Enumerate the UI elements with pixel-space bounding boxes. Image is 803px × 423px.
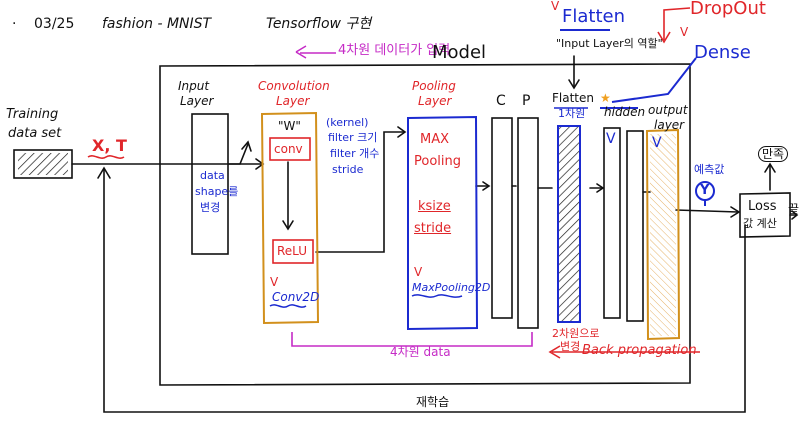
- hidden-title: hidden: [604, 105, 646, 119]
- input-note-3: 변경: [200, 201, 221, 214]
- prediction-symbol: Y: [700, 183, 710, 198]
- header-topic: fashion - MNIST: [102, 16, 212, 32]
- retrain-label: 재학습: [416, 395, 450, 409]
- pool-title-2: Layer: [418, 94, 452, 108]
- output-title-2: layer: [654, 118, 685, 132]
- dropout-arrow: [663, 7, 691, 40]
- relu-label: ReLU: [277, 244, 308, 258]
- conv-box: [260, 111, 320, 325]
- input-note-2: shape를: [195, 185, 239, 198]
- hidden-column-2: [626, 130, 644, 322]
- conv-op-box: [269, 137, 311, 161]
- conv-kernel: (kernel): [326, 116, 369, 129]
- model-box: [159, 63, 691, 386]
- loss-title: Loss: [748, 199, 777, 214]
- pooling-box: [407, 115, 479, 331]
- pool-pooling: Pooling: [414, 154, 461, 169]
- dense-label: Dense: [694, 42, 751, 63]
- dims4-label: 4차원 data: [390, 345, 451, 359]
- maxpool-underline: [411, 294, 463, 298]
- model-title: Model: [432, 42, 487, 63]
- output-check: V: [652, 135, 662, 151]
- input-column: [191, 113, 229, 255]
- pool-check: V: [414, 265, 423, 279]
- arrow-relu-to-pool: [315, 131, 405, 253]
- p-column: [517, 117, 539, 329]
- training-label-2: data set: [8, 126, 62, 141]
- flatten-column: [557, 125, 581, 323]
- output-layer-box: [645, 128, 681, 341]
- conv-title-1: Convolution: [258, 79, 330, 93]
- satisfied-label: 만족: [758, 146, 789, 162]
- conv-op: conv: [274, 142, 303, 156]
- hidden-star: ★: [600, 91, 611, 105]
- loss-box: [739, 192, 791, 238]
- conv-title-2: Layer: [276, 94, 310, 108]
- output-title-1: output: [648, 103, 688, 117]
- conv-w: "W": [278, 119, 301, 133]
- input-4d-note: 4차원 데이터가 입력: [338, 43, 451, 58]
- input-title-1: Input: [178, 79, 210, 93]
- training-xt: X, T: [92, 136, 127, 155]
- hidden-column-1: [603, 127, 621, 319]
- retrain-arrowhead: [97, 166, 111, 179]
- backprop-label: Back propagation: [582, 343, 697, 358]
- dims4-bracket: [291, 332, 533, 347]
- c-label: C: [496, 93, 506, 109]
- input-note-1: data: [200, 169, 225, 182]
- flatten-header: Flatten: [562, 6, 625, 27]
- training-hatch: [18, 153, 68, 175]
- p-label: P: [522, 93, 531, 109]
- conv-filter-count: filter 개수: [330, 147, 380, 160]
- dense-to-hidden-arrow: [611, 57, 697, 103]
- header-framework: Tensorflow 구현: [266, 16, 372, 32]
- pool-stride: stride: [414, 221, 452, 236]
- dense-check: V: [680, 25, 689, 39]
- c-column: [491, 117, 513, 319]
- xt-underline: [87, 155, 125, 159]
- conv-stride: stride: [332, 163, 364, 176]
- arrow-output-to-loss: [675, 209, 739, 213]
- retrain-loop: [103, 169, 746, 413]
- conv-api: Conv2D: [272, 290, 320, 304]
- flatten-note-1: 2차원으로: [552, 327, 600, 340]
- input-title-2: Layer: [180, 94, 214, 108]
- hidden-check: V: [606, 131, 616, 147]
- header-date: 03/25: [34, 16, 75, 32]
- loss-sub: 값 계산: [743, 217, 777, 230]
- pool-api: MaxPooling2D: [412, 281, 491, 294]
- output-hatch: [650, 134, 676, 336]
- flatten-note-2: 변경: [560, 340, 581, 353]
- conv2d-underline: [269, 304, 307, 308]
- flatten-title: Flatten: [552, 91, 594, 105]
- flatten-note: "Input Layer의 역할": [556, 37, 663, 50]
- finish-label: 끝: [788, 202, 800, 216]
- flatten-check: V: [551, 0, 560, 13]
- prediction-circle: [695, 181, 715, 201]
- pool-title-1: Pooling: [412, 79, 456, 93]
- flatten-sub: 1차원: [558, 107, 586, 120]
- conv-check: V: [270, 275, 279, 289]
- pool-ksize: ksize: [418, 199, 451, 214]
- conv-filter-size: filter 크기: [328, 131, 378, 144]
- training-label-1: Training: [6, 107, 59, 122]
- pool-max: MAX: [420, 132, 450, 147]
- prediction-label: 예측값: [694, 163, 725, 176]
- relu-box: [272, 239, 314, 264]
- header-bullet: ·: [12, 16, 17, 32]
- dropout-label: DropOut: [690, 0, 766, 19]
